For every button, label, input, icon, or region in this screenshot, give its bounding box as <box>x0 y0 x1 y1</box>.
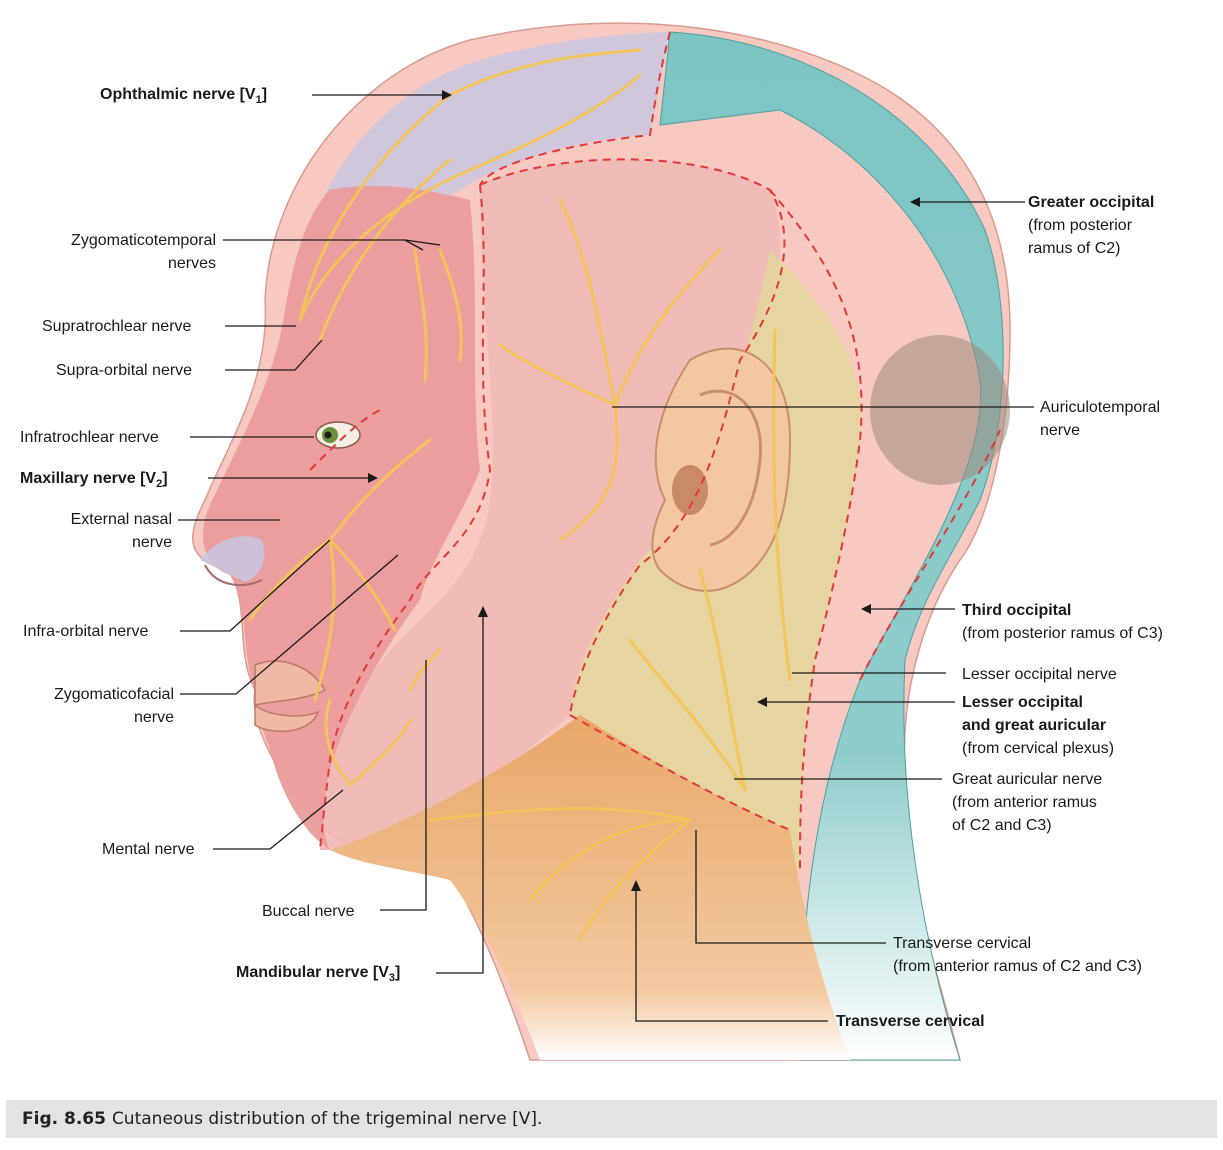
label-buccal-nerve: Buccal nerve <box>262 903 355 920</box>
label-third-occipital: Third occipital (from posterior ramus of… <box>962 602 1163 642</box>
label-lesser-occipital-great-auricular: Lesser occipital and great auricular (fr… <box>962 694 1115 757</box>
occipital-muscle <box>870 335 1010 485</box>
label-infratrochlear-nerve: Infratrochlear nerve <box>20 429 159 446</box>
label-transverse-cervical-nerve: Transverse cervical (from anterior ramus… <box>893 935 1142 975</box>
transverse-cervical-region <box>330 715 850 1060</box>
figure-number: Fig. 8.65 <box>22 1109 106 1129</box>
label-zygomaticofacial-nerve: Zygomaticofacial nerve <box>53 686 174 726</box>
figure-caption-text: Cutaneous distribution of the trigeminal… <box>111 1109 543 1129</box>
label-greater-occipital: Greater occipital (from posterior ramus … <box>1028 194 1155 257</box>
label-ophthalmic-nerve: Ophthalmic nerve [V1] <box>100 86 268 107</box>
ear <box>651 347 792 592</box>
label-transverse-cervical: Transverse cervical <box>836 1013 985 1030</box>
label-great-auricular-nerve: Great auricular nerve (from anterior ram… <box>952 771 1103 834</box>
lips <box>253 660 327 733</box>
label-mandibular-nerve: Mandibular nerve [V3] <box>236 964 401 985</box>
label-supraorbital-nerve: Supra-orbital nerve <box>56 362 193 379</box>
label-zygomaticotemporal-nerves: Zygomaticotemporal nerves <box>71 232 216 272</box>
mandibular-region <box>320 159 780 850</box>
head-illustration <box>178 22 1034 1061</box>
label-supratrochlear-nerve: Supratrochlear nerve <box>42 318 192 335</box>
label-external-nasal-nerve: External nasal nerve <box>70 511 172 551</box>
label-mental-nerve: Mental nerve <box>102 841 195 858</box>
label-auriculotemporal-nerve: Auriculotemporal nerve <box>1040 399 1161 439</box>
label-maxillary-nerve: Maxillary nerve [V2] <box>20 470 168 491</box>
label-infraorbital-nerve: Infra-orbital nerve <box>23 623 149 640</box>
ophthalmic-region <box>300 32 670 345</box>
label-lesser-occipital-nerve: Lesser occipital nerve <box>962 666 1117 683</box>
